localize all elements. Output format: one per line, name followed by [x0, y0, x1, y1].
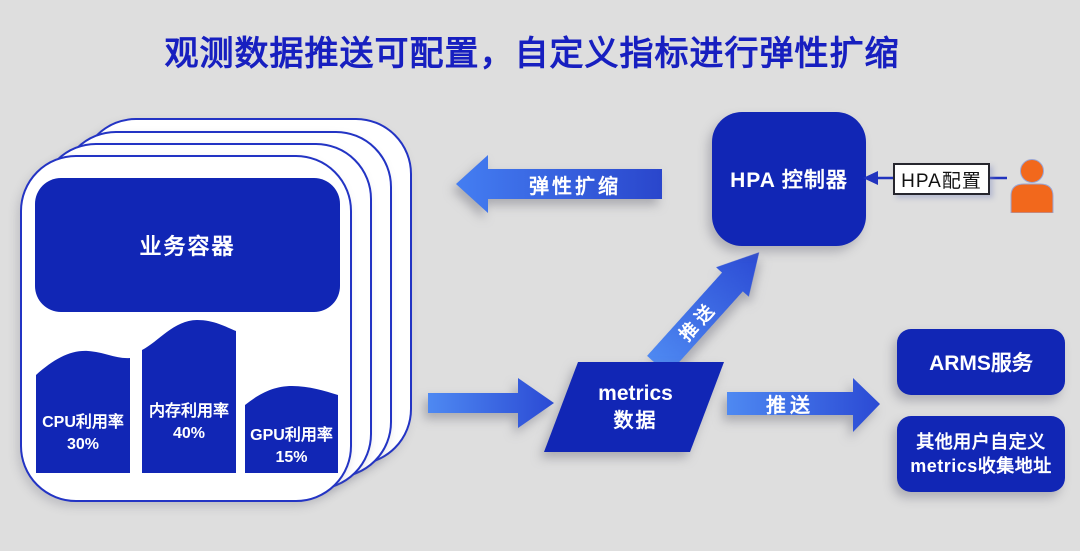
cpu-bar-value: 30%	[66, 436, 100, 453]
cpu-wave-shape	[36, 350, 130, 473]
elastic-scale-arrow-label: 弹性扩缩	[529, 175, 621, 198]
metrics-node-text: metrics 数据	[573, 360, 698, 454]
page-title: 观测数据推送可配置，自定义指标进行弹性扩缩	[164, 35, 900, 73]
memory-bar-label: 内存利用率	[148, 403, 229, 421]
push-to-sinks-arrow-shape	[727, 378, 880, 432]
gpu-bar-text: GPU利用率 15%	[245, 421, 338, 473]
gpu-utilization-bar: GPU利用率 15%	[245, 385, 338, 473]
gpu-bar-value: 15%	[275, 449, 308, 466]
memory-bar-value: 40%	[172, 425, 206, 442]
cpu-bar-label: CPU利用率	[42, 414, 124, 432]
push-to-hpa-arrow-shape	[647, 252, 760, 375]
memory-utilization-bar: 内存利用率 40%	[142, 318, 236, 473]
hpa-config-label: HPA配置	[893, 163, 990, 195]
metrics-node-line1: metrics	[598, 382, 673, 406]
arms-service-label: ARMS服务	[929, 352, 1033, 375]
person-icon	[1010, 159, 1054, 213]
gpu-wave-shape	[245, 386, 338, 473]
hpa-config-label-text: HPA配置	[901, 170, 982, 192]
cpu-utilization-bar: CPU利用率 30%	[36, 345, 130, 473]
arms-service-box: ARMS服务	[897, 329, 1065, 395]
custom-metrics-sink-box: 其他用户自定义 metrics收集地址	[897, 416, 1065, 492]
business-container-label: 业务容器	[139, 234, 236, 259]
memory-wave-shape	[142, 320, 236, 473]
cpu-bar-text: CPU利用率 30%	[36, 395, 130, 473]
push-to-hpa-arrow: 推送	[641, 236, 777, 380]
memory-bar-text: 内存利用率 40%	[142, 373, 236, 473]
elastic-scale-arrow: 弹性扩缩	[454, 153, 664, 215]
metrics-node-line2: 数据	[613, 409, 658, 432]
elastic-scale-arrow-shape	[456, 155, 662, 213]
business-container-box: 业务容器	[35, 178, 340, 312]
push-to-sinks-arrow: 推送	[727, 377, 882, 433]
cluster-to-metrics-arrow	[428, 378, 554, 428]
hpa-controller-label: HPA 控制器	[730, 169, 848, 192]
custom-metrics-sink-line2: metrics收集地址	[910, 456, 1052, 476]
gpu-bar-label: GPU利用率	[250, 427, 333, 445]
push-to-sinks-arrow-label: 推送	[766, 395, 814, 417]
metrics-node-shape	[544, 362, 724, 452]
custom-metrics-sink-line1: 其他用户自定义	[916, 431, 1046, 452]
hpa-controller-box: HPA 控制器	[712, 112, 866, 246]
